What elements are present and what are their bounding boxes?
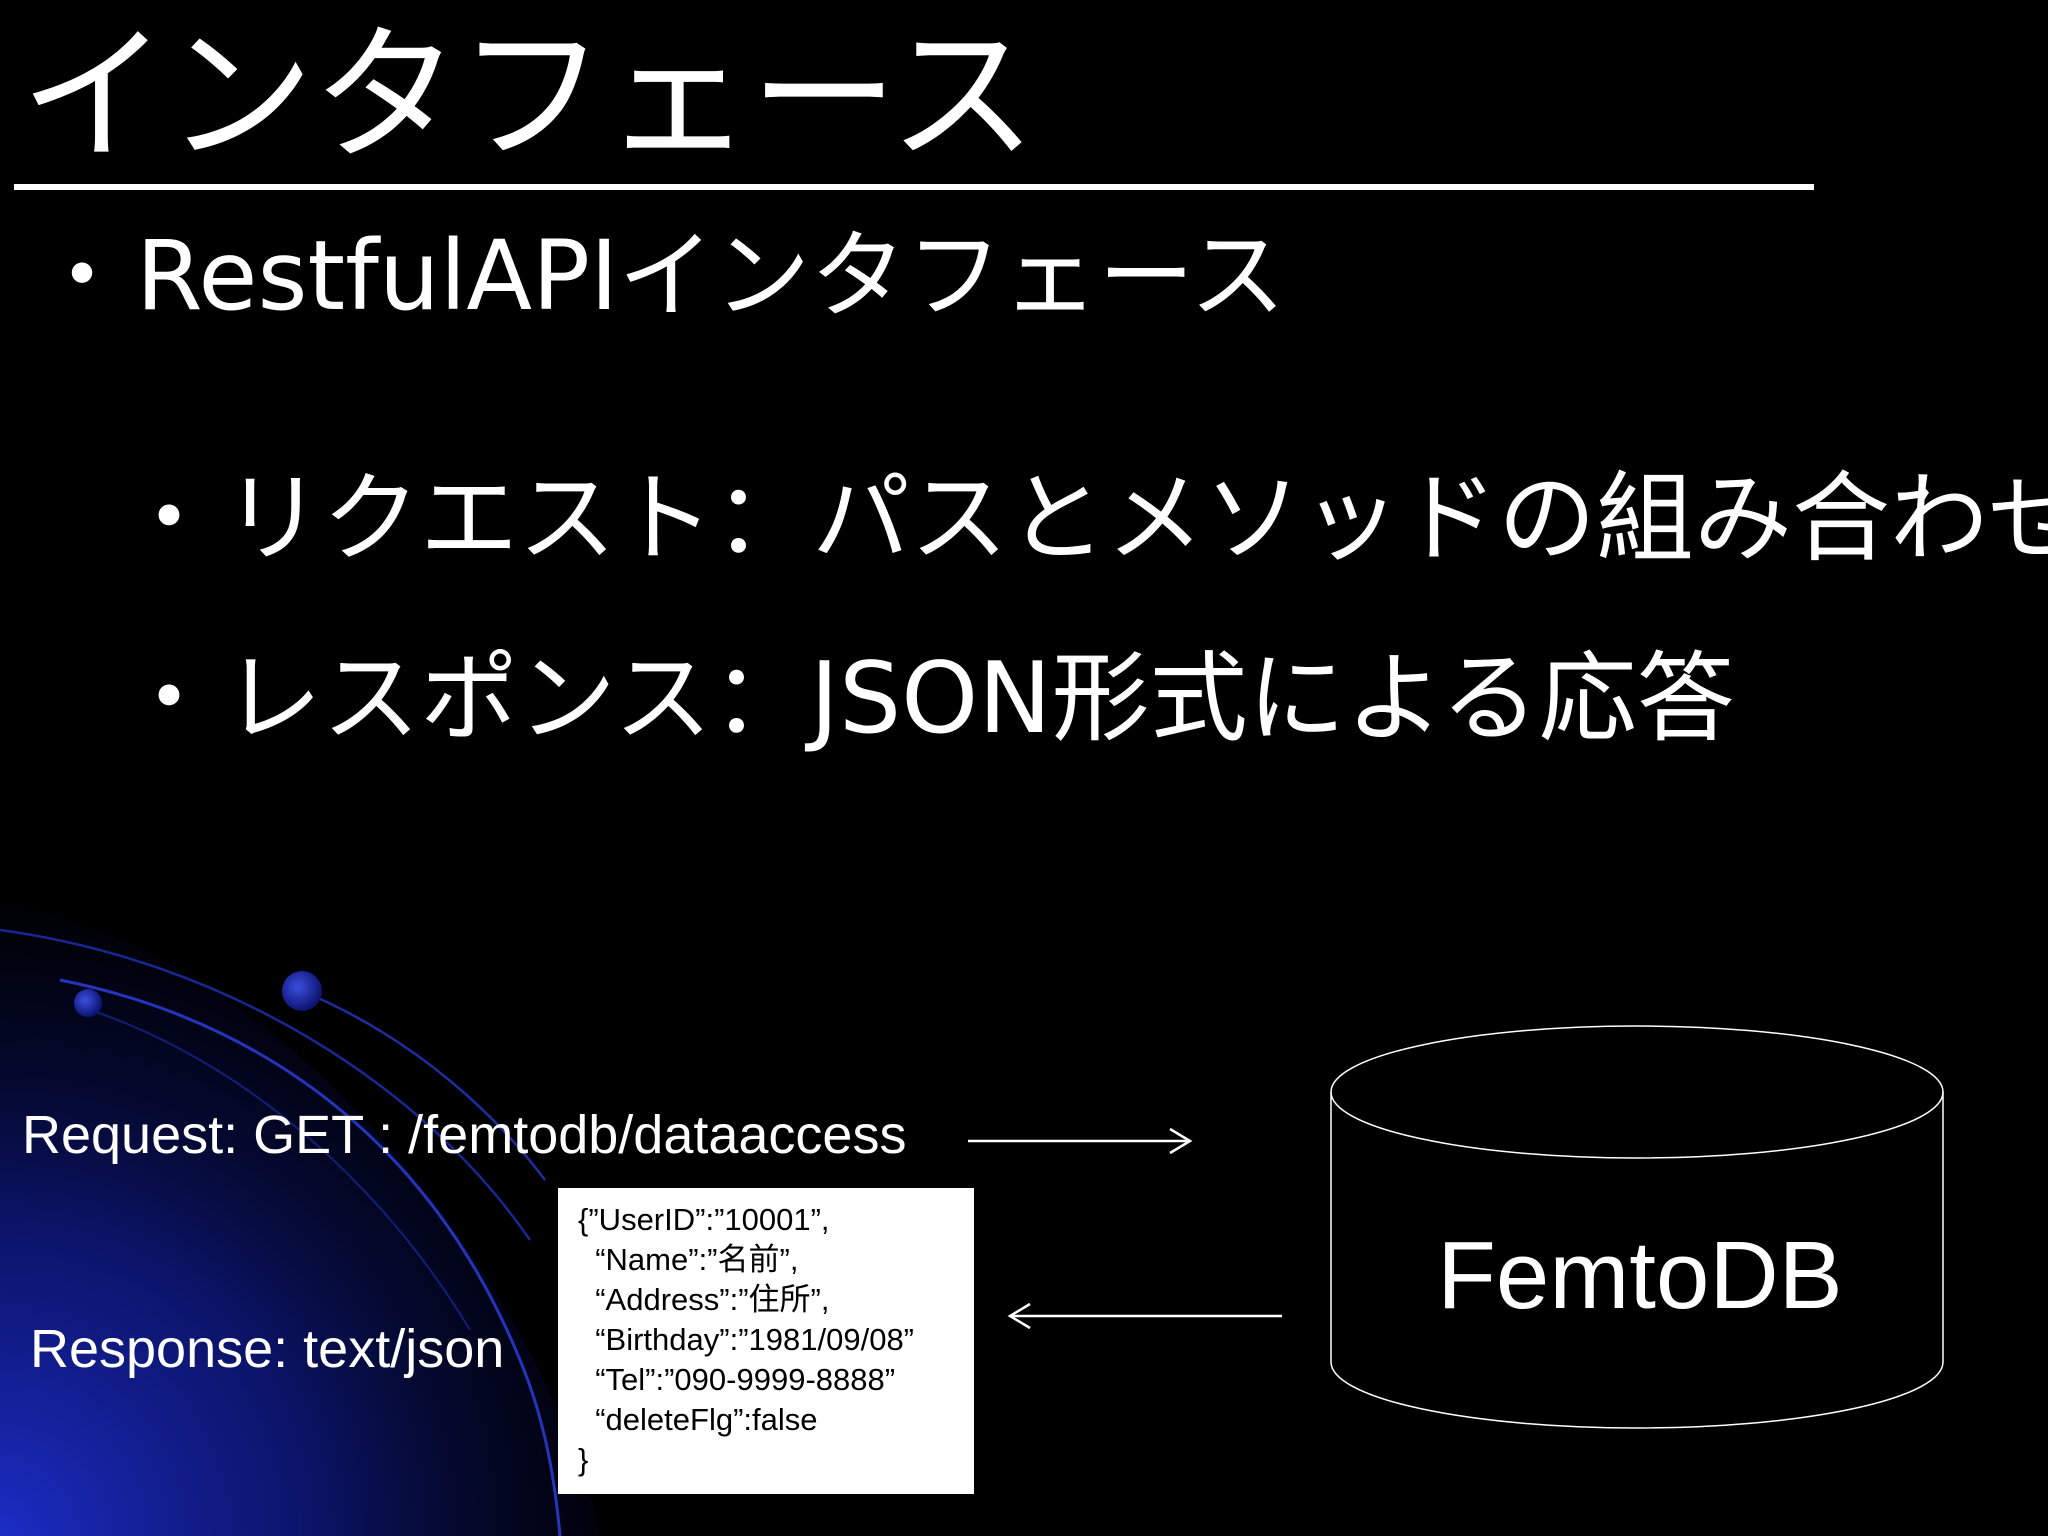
bullet-restful-api: ・RestfulAPIインタフェース	[34, 228, 1286, 324]
bullet-request: ・リクエスト：パスとメソッドの組み合わせ	[120, 470, 2048, 568]
title-underline	[14, 184, 1814, 190]
deco-curve-1	[59, 978, 562, 1536]
json-line: “Tel”:”090-9999-8888”	[578, 1362, 896, 1397]
bullet-mark: ・	[120, 462, 219, 576]
json-response-box: {”UserID”:”10001”, “Name”:”名前”, “Address…	[558, 1188, 974, 1494]
json-line: “Name”:”名前”,	[578, 1242, 799, 1277]
bullet-text: RestfulAPIインタフェース	[136, 220, 1286, 332]
bullet-text: リクエスト：パスとメソッドの組み合わせ	[224, 462, 2048, 576]
json-line: “Birthday”:”1981/09/08”	[578, 1322, 915, 1357]
bullet-response: ・レスポンス：JSON形式による応答	[120, 650, 1735, 748]
bullet-mark: ・	[120, 642, 219, 756]
deco-dot-small	[74, 989, 102, 1017]
slide-title: インタフェース	[20, 10, 1037, 182]
json-line: }	[578, 1442, 589, 1477]
deco-dot-large	[282, 971, 322, 1011]
database-label: FemtoDB	[1437, 1222, 1843, 1329]
blue-swoosh-shape	[0, 900, 600, 1536]
request-label: Request: GET : /femtodb/dataaccess	[22, 1105, 907, 1165]
json-line: “Address”:”住所”,	[578, 1282, 830, 1317]
json-line: “deleteFlg”:false	[578, 1402, 818, 1437]
deco-curve-4	[89, 1009, 471, 1331]
deco-curve-3	[299, 988, 546, 1181]
json-line: {”UserID”:”10001”,	[578, 1202, 830, 1237]
bullet-mark: ・	[34, 220, 130, 332]
response-label: Response: text/json	[30, 1319, 505, 1379]
bullet-text: レスポンス：JSON形式による応答	[224, 642, 1735, 756]
deco-curve-2	[0, 928, 532, 1241]
